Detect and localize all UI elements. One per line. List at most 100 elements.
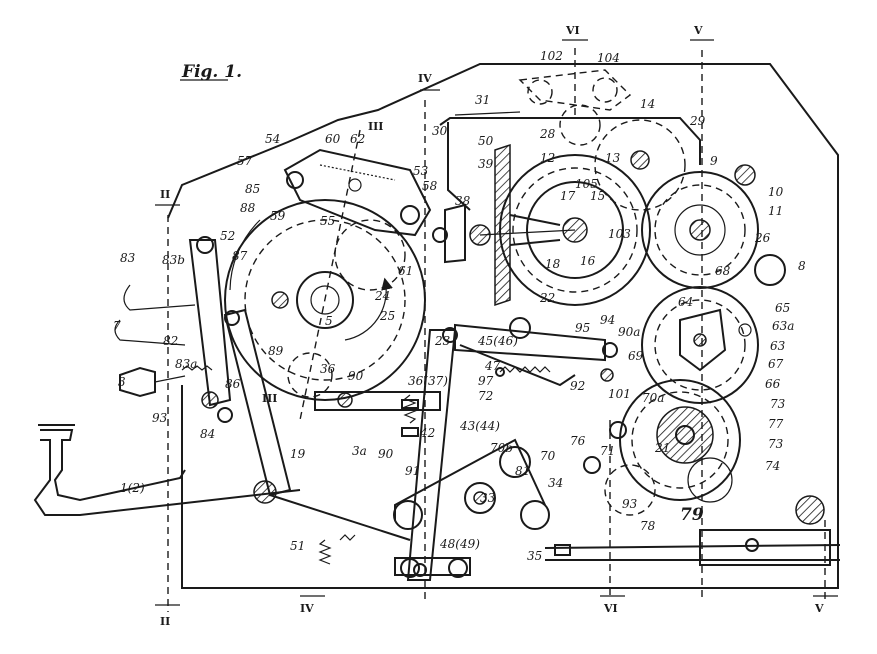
label-95: 95 [575,321,590,335]
section-labels: II II III III IV IV V V VI VI [160,24,824,628]
label-36-37: 36(37) [408,374,448,388]
label-69: 69 [628,349,644,363]
label-25: 25 [379,309,395,323]
label-88: 88 [240,201,256,215]
pulleys [393,438,550,530]
label-104: 104 [597,51,620,65]
section-II-top: II [160,188,170,201]
label-90-b: 90 [378,447,394,461]
spring-42 [401,394,419,437]
label-74: 74 [765,459,780,473]
label-61: 61 [398,264,413,278]
label-60: 60 [325,132,341,146]
label-82: 82 [163,334,178,348]
label-63: 63 [770,339,786,353]
label-31: 31 [475,93,490,107]
button-3 [119,365,213,398]
label-54: 54 [265,132,280,146]
center-gear [469,154,651,306]
section-V-bottom: V [814,602,824,615]
bracket-29 [439,111,701,211]
label-3: 3 [118,375,126,389]
label-12: 12 [540,151,555,165]
label-47: 47 [484,359,501,373]
lever-19 [188,236,292,497]
label-90a: 90a [618,325,640,339]
label-58: 58 [422,179,438,193]
label-92: 92 [570,379,585,393]
label-39: 39 [478,157,494,171]
label-45-46: 45(46) [477,334,518,348]
label-84: 84 [200,427,215,441]
label-90: 90 [348,369,364,383]
label-83: 83 [120,251,136,265]
label-17: 17 [560,189,576,203]
label-94: 94 [600,313,615,327]
section-V-top: V [693,24,703,37]
label-10: 10 [768,185,784,199]
label-86: 86 [225,377,241,391]
frame-plate [167,63,839,589]
upper-lever [283,148,432,237]
label-93: 93 [152,411,168,425]
label-53: 53 [413,164,429,178]
section-VI-bottom: VI [603,602,618,615]
section-IV-bottom: IV [300,602,314,615]
label-3a: 3a [352,444,367,458]
label-35: 35 [527,549,542,563]
label-105: 105 [575,177,598,191]
label-30: 30 [432,124,448,138]
label-11: 11 [768,204,783,218]
label-34: 34 [548,476,563,490]
label-5: 5 [325,314,333,328]
upper-gear-14 [559,104,686,211]
label-21: 21 [654,441,670,455]
bottom-bar [544,495,841,566]
section-lines [167,48,826,612]
label-63a: 63a [772,319,794,333]
handle-1 [33,424,301,516]
slide-45 [454,323,618,387]
label-65: 65 [775,301,790,315]
label-33: 33 [480,491,496,505]
label-77: 77 [768,417,784,431]
label-9: 9 [710,154,718,168]
label-29: 29 [689,114,706,128]
section-III-top: III [368,120,383,133]
label-36: 36 [320,362,336,376]
pivot-plate [432,143,511,307]
section-VI-top: VI [565,24,580,37]
label-83b: 83b [162,253,185,267]
spring-47 [495,366,551,377]
label-62: 62 [350,132,365,146]
label-102: 102 [540,49,563,63]
label-70b: 70b [490,441,513,455]
right-gear [641,164,786,289]
label-51: 51 [290,539,305,553]
label-7: 7 [113,319,121,333]
section-III-bottom: III [262,392,277,405]
label-14: 14 [640,97,655,111]
label-101: 101 [608,387,631,401]
label-91: 91 [405,464,420,478]
label-23: 23 [434,334,451,348]
label-70: 70 [540,449,556,463]
upper-dashed-parts [518,69,632,111]
label-81: 81 [515,464,530,478]
label-50: 50 [478,134,494,148]
shafts [201,291,627,504]
slide-90 [314,391,441,411]
label-22: 22 [539,291,555,305]
label-78: 78 [640,519,656,533]
label-13: 13 [605,151,621,165]
label-42: 42 [419,426,435,440]
label-73: 73 [768,437,784,451]
section-IV-top: IV [418,72,432,85]
label-103: 103 [608,227,631,241]
label-64: 64 [678,295,693,309]
section-II-bottom: II [160,615,170,628]
right-cam [641,286,759,404]
label-26: 26 [754,231,771,245]
label-24: 24 [374,289,390,303]
